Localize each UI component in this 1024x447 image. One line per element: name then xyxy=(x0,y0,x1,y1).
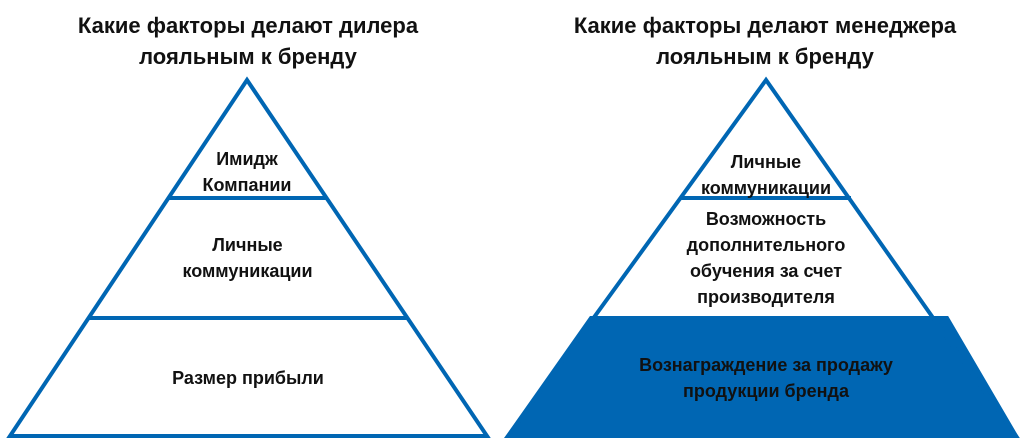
left-title-line-2: лояльным к бренду xyxy=(139,44,357,69)
right-layer-middle-line-3: обучения за счет xyxy=(689,261,843,281)
left-layer-bottom-label: Размер прибыли xyxy=(110,365,386,391)
right-layer-bottom-line-2: продукции бренда xyxy=(683,381,849,401)
right-layer-bottom-label: Вознаграждение за продажу продукции брен… xyxy=(596,352,936,404)
right-layer-middle-line-1: Возможность xyxy=(705,209,827,229)
left-title-line-1: Какие факторы делают дилера xyxy=(77,13,419,38)
left-layer-middle-line-1: Личные xyxy=(212,235,283,255)
left-layer-middle-label: Личные коммуникации xyxy=(130,232,365,284)
right-layer-middle-label: Возможность дополнительного обучения за … xyxy=(646,206,886,310)
left-layer-top-line-2: Компании xyxy=(202,175,292,195)
right-pyramid-outline xyxy=(504,76,1020,438)
left-layer-top-line-1: Имидж xyxy=(216,149,278,169)
left-layer-bottom-line-1: Размер прибыли xyxy=(172,368,324,388)
right-layer-middle-line-4: производителя xyxy=(697,287,835,307)
right-title-line-1: Какие факторы делают менеджера xyxy=(573,13,957,38)
left-pyramid-outline xyxy=(6,76,491,438)
right-title-line-2: лояльным к бренду xyxy=(656,44,874,69)
left-layer-middle-line-2: коммуникации xyxy=(182,261,313,281)
left-pyramid-title: Какие факторы делают дилера лояльным к б… xyxy=(10,10,486,72)
right-layer-middle-line-2: дополнительного xyxy=(686,235,846,255)
left-layer-top-label: Имидж Компании xyxy=(167,146,327,198)
right-layer-top-line-2: коммуникации xyxy=(700,178,832,198)
right-layer-top-line-1: Личные xyxy=(730,152,802,172)
right-layer-bottom-line-1: Вознаграждение за продажу xyxy=(639,355,893,375)
right-layer-top-label: Личные коммуникации xyxy=(671,149,861,201)
right-pyramid-title: Какие факторы делают менеджера лояльным … xyxy=(510,10,1020,72)
